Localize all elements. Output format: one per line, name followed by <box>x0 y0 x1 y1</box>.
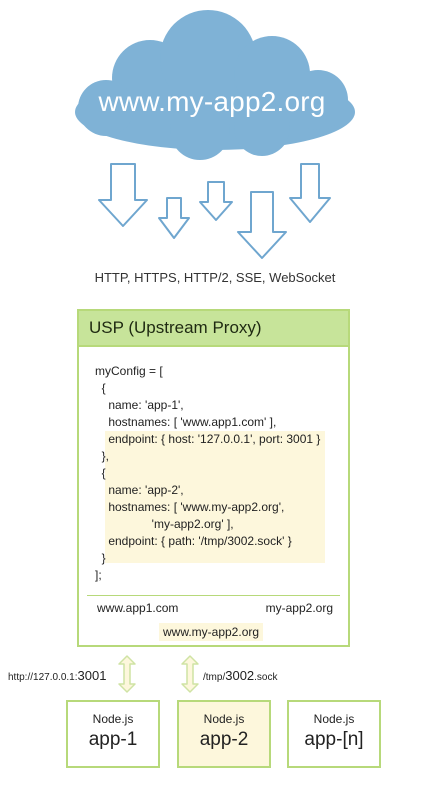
socket-number: 3002 <box>225 668 255 683</box>
code-line: hostnames: [ 'www.my-app2.org', <box>95 500 285 514</box>
node-app-label: app-[n] <box>304 729 364 750</box>
code-line: { <box>95 381 106 395</box>
hostname-app2-short: my-app2.org <box>265 601 333 615</box>
node-app-n: Node.js app-[n] <box>287 700 381 768</box>
code-line: name: 'app-1', <box>95 398 184 412</box>
node-runtime-label: Node.js <box>92 712 134 726</box>
usp-title: USP (Upstream Proxy) <box>79 311 348 347</box>
double-arrow-icon <box>181 655 199 693</box>
connection-label-app2: /tmp/3002.sock <box>203 668 278 683</box>
cloud-domain-label: www.my-app2.org <box>98 86 326 117</box>
code-line: 'my-app2.org' ], <box>95 517 234 531</box>
node-runtime-label: Node.js <box>313 712 355 726</box>
double-arrow-icon <box>118 655 136 693</box>
code-line: endpoint: { path: '/tmp/3002.sock' } <box>95 534 292 548</box>
socket-path-prefix: /tmp/ <box>203 672 226 683</box>
arrow-down-icon <box>289 163 331 223</box>
hostname-app2-www: www.my-app2.org <box>159 623 264 641</box>
socket-extension: .sock <box>254 672 278 683</box>
code-line: myConfig = [ <box>95 364 163 378</box>
usp-panel: USP (Upstream Proxy) myConfig = [ { name… <box>77 309 350 647</box>
node-app-2: Node.js app-2 <box>177 700 271 768</box>
protocols-label: HTTP, HTTPS, HTTP/2, SSE, WebSocket <box>94 270 336 285</box>
node-app-label: app-2 <box>199 729 249 750</box>
code-line: } <box>95 551 106 565</box>
arrow-down-icon <box>199 181 233 221</box>
arrow-down-icon <box>237 191 287 259</box>
arrow-down-icon <box>158 197 190 239</box>
connection-port: 3001 <box>77 668 107 683</box>
code-line: ]; <box>95 568 102 582</box>
code-line: { <box>95 466 106 480</box>
code-line: }, <box>95 449 110 463</box>
connection-label-app1: http://127.0.0.1:3001 <box>8 668 106 683</box>
connection-url-prefix: http://127.0.0.1: <box>8 672 78 683</box>
node-runtime-label: Node.js <box>203 712 245 726</box>
code-line: hostnames: [ 'www.app1.com' ], <box>95 415 277 429</box>
code-line: name: 'app-2', <box>95 483 184 497</box>
node-app-label: app-1 <box>88 729 138 750</box>
app2-config-highlight <box>105 431 325 563</box>
node-app-1: Node.js app-1 <box>66 700 160 768</box>
cloud-shape <box>75 10 355 160</box>
code-line: endpoint: { host: '127.0.0.1', port: 300… <box>95 432 321 446</box>
arrow-down-icon <box>98 163 148 227</box>
usp-divider <box>87 595 340 596</box>
hostname-app1: www.app1.com <box>97 601 179 615</box>
